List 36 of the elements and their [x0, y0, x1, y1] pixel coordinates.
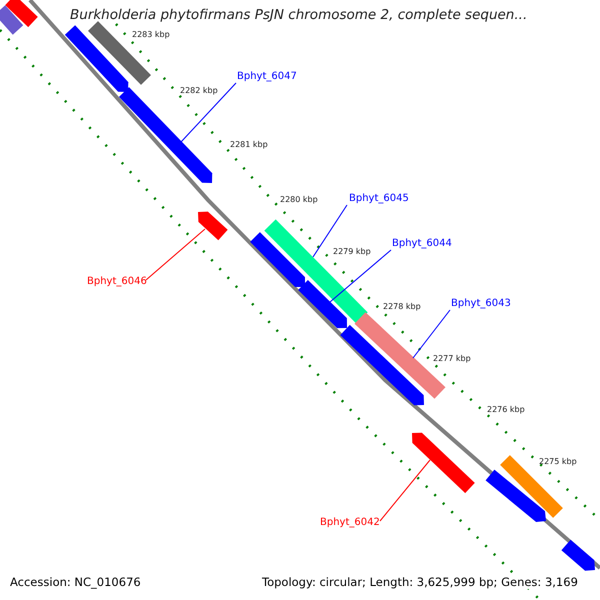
footer-text: Accession: NC_010676 — [10, 577, 141, 588]
gene-feature — [486, 470, 546, 522]
tick-label: 2283 kbp — [132, 31, 170, 39]
gene-feature — [412, 432, 475, 494]
tick-label: 2277 kbp — [433, 355, 471, 363]
leader-line — [180, 82, 236, 142]
leader-line — [146, 228, 206, 280]
gene-block — [500, 455, 563, 518]
gene-label: Bphyt_6042 — [320, 518, 380, 528]
leader-line — [412, 310, 450, 358]
gene-feature — [340, 324, 424, 406]
gene-label: Bphyt_6047 — [237, 72, 297, 82]
gene-feature — [250, 232, 305, 287]
leader-line — [380, 460, 430, 522]
leader-line — [312, 204, 348, 258]
gene-block — [5, 0, 38, 28]
title: Burkholderia phytofirmans PsJN chromosome 2, complete sequen... — [70, 9, 528, 22]
tick-label: 2278 kbp — [383, 303, 421, 311]
gene-label: Bphyt_6043 — [451, 299, 511, 309]
tick-label: 2281 kbp — [230, 141, 268, 149]
gene-feature — [561, 540, 595, 571]
tick-label: 2280 kbp — [280, 196, 318, 204]
gene-label: Bphyt_6046 — [87, 277, 147, 287]
tick-label: 2282 kbp — [180, 87, 218, 95]
gene-feature — [198, 212, 228, 240]
tick-label: 2275 kbp — [539, 458, 577, 466]
gene-label: Bphyt_6045 — [349, 194, 409, 204]
leader-line — [330, 250, 392, 302]
gene-block — [88, 21, 151, 85]
gene-feature — [298, 280, 347, 328]
gene-feature — [64, 25, 128, 92]
footer-text: Topology: circular; Length: 3,625,999 bp; Genes: 3,169 — [262, 577, 578, 588]
gene-label: Bphyt_6044 — [392, 239, 452, 249]
tick-label: 2279 kbp — [333, 248, 371, 256]
tick-label: 2276 kbp — [487, 406, 525, 414]
gene-block — [0, 5, 24, 35]
